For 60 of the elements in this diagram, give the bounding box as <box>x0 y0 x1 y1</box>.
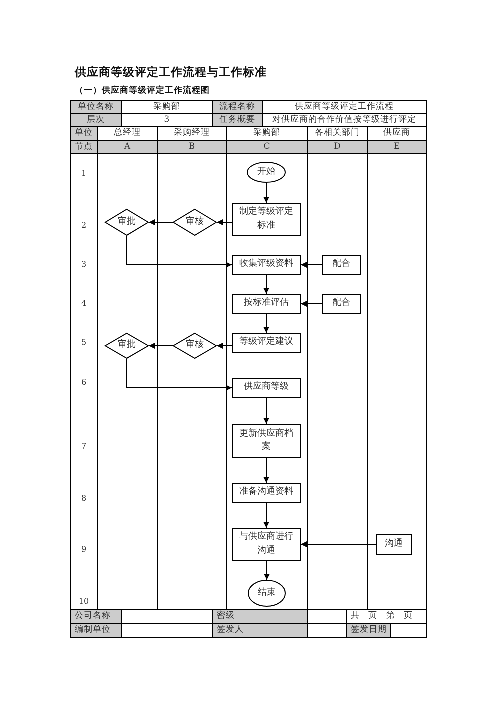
table-header-cell: 单位名称 <box>70 100 122 114</box>
process-box: 与供应商进行沟通 <box>232 528 301 561</box>
row-number: 1 <box>80 169 88 179</box>
process-box: 沟通 <box>376 534 412 555</box>
row-number: 8 <box>80 494 88 504</box>
arrow <box>264 274 270 294</box>
row-number: 9 <box>80 545 88 555</box>
arrow <box>264 502 270 528</box>
process-box: 制定等级评定标准 <box>232 203 301 236</box>
arrow <box>216 220 232 226</box>
process-box: 配合 <box>322 294 361 314</box>
row-number: 4 <box>80 299 88 309</box>
row-number: 10 <box>78 597 90 607</box>
table-header-cell: C <box>226 140 308 154</box>
terminal-oval: 结束 <box>248 580 286 607</box>
process-box: 按标准评估 <box>232 294 301 314</box>
table-cell: 供应商等级评定工作流程 <box>262 100 427 114</box>
arrow <box>148 343 174 349</box>
row-number: 5 <box>80 338 88 348</box>
table-header-cell: 单位 <box>70 126 98 141</box>
row-number: 7 <box>80 442 88 452</box>
arrow <box>148 220 174 226</box>
process-box: 供应商等级 <box>232 378 301 398</box>
process-box: 配合 <box>322 255 361 275</box>
decision-diamond: 审批 <box>105 209 149 236</box>
table-header-cell: 签发人 <box>212 623 308 638</box>
arrow <box>300 262 322 268</box>
table-header-cell: 层次 <box>70 113 122 127</box>
table-header-cell: 流程名称 <box>212 100 263 114</box>
table-header-cell: 任务概要 <box>212 113 263 127</box>
page-title: 供应商等级评定工作流程与工作标准 <box>75 65 267 79</box>
table-header-cell: 节点 <box>70 140 98 154</box>
arrow <box>264 458 270 484</box>
decision-diamond: 审核 <box>173 333 217 359</box>
process-box: 准备沟通资料 <box>232 483 301 503</box>
table-header-cell: E <box>367 140 427 154</box>
arrow <box>216 343 232 349</box>
arrow <box>264 560 270 580</box>
process-box: 等级评定建议 <box>232 333 301 353</box>
arrow <box>126 236 232 268</box>
arrow <box>264 182 270 204</box>
row-number: 3 <box>80 260 88 270</box>
table-header-cell: B <box>157 140 227 154</box>
row-number: 6 <box>80 378 88 388</box>
table-header-cell: D <box>307 140 368 154</box>
section-heading: （一）供应商等级评定工作流程图 <box>75 85 210 97</box>
row-number: 2 <box>80 221 88 231</box>
arrow <box>264 398 270 424</box>
terminal-oval: 开始 <box>247 162 286 183</box>
table-header-cell: 编制单位 <box>70 623 122 638</box>
process-box: 更新供应商档案 <box>232 424 301 458</box>
arrow <box>126 358 232 391</box>
arrow <box>300 301 322 307</box>
table-header-cell: 签发日期 <box>346 623 391 638</box>
arrow <box>300 542 376 548</box>
decision-diamond: 审批 <box>105 333 149 359</box>
decision-diamond: 审核 <box>173 209 217 236</box>
table-header-cell: A <box>97 140 158 154</box>
arrow <box>264 314 270 334</box>
process-box: 收集评级资料 <box>232 255 301 275</box>
